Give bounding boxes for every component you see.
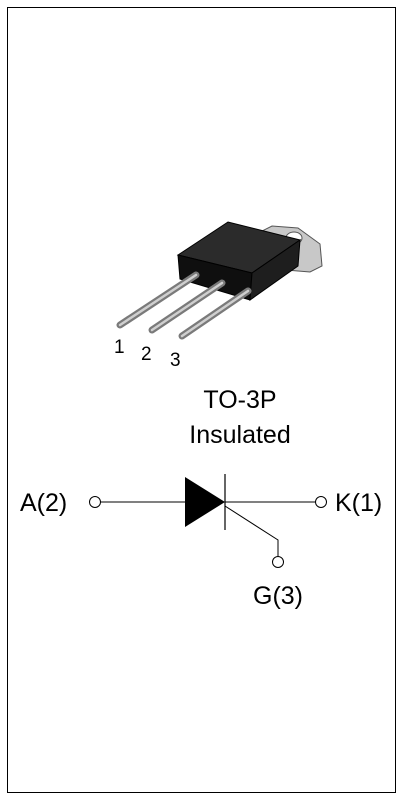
diode-triangle xyxy=(185,477,225,527)
thyristor-symbol xyxy=(89,474,327,568)
pin-number-2: 2 xyxy=(141,344,152,365)
anode-label: A(2) xyxy=(20,489,67,517)
package-variant: Insulated xyxy=(189,421,290,449)
package-drawing: 1 2 3 xyxy=(114,221,323,371)
pin-number-3: 3 xyxy=(170,350,181,371)
cathode-label: K(1) xyxy=(335,489,382,517)
gate-terminal xyxy=(272,556,284,568)
pin-number-1: 1 xyxy=(114,337,125,358)
package-name: TO-3P xyxy=(203,386,276,414)
package-leads xyxy=(116,271,252,340)
gate-wire xyxy=(224,505,279,556)
cathode-terminal xyxy=(315,496,327,508)
anode-terminal xyxy=(89,496,101,508)
frame-border xyxy=(7,7,396,793)
gate-label: G(3) xyxy=(253,582,303,610)
